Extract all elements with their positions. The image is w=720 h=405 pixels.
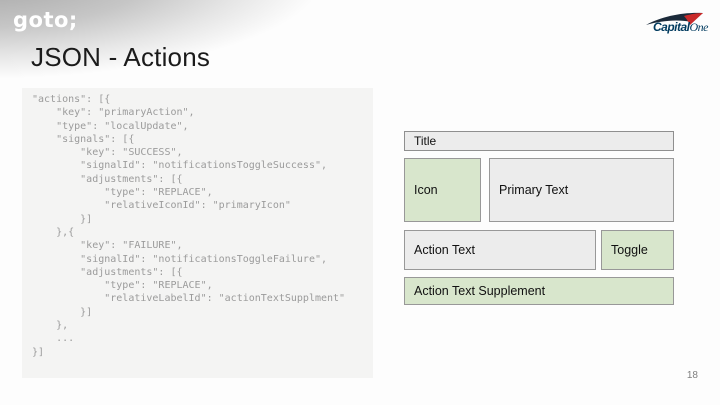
code-line: "relativeLabelId": "actionTextSupplment"	[32, 293, 346, 305]
code-line: "signalId": "notificationsToggleFailure"…	[32, 253, 328, 265]
wireframe-action-text-box: Action Text	[404, 230, 596, 270]
wireframe-title-box: Title	[404, 131, 674, 151]
code-line: "key": "primaryAction",	[32, 107, 195, 119]
capital-one-one-text: One	[689, 20, 709, 34]
wireframe-toggle-box: Toggle	[601, 230, 674, 270]
code-line: }]	[32, 213, 93, 225]
code-line: },{	[32, 226, 75, 238]
code-line: "signals": [{	[32, 133, 135, 145]
json-code-block: "actions": [{ "key": "primaryAction", "t…	[22, 88, 373, 378]
slide-page-number: 18	[686, 370, 698, 381]
code-line: "signalId": "notificationsToggleSuccess"…	[32, 160, 328, 172]
code-line: "type": "localUpdate",	[32, 120, 189, 132]
capital-one-capital-text: Capital	[652, 20, 690, 34]
code-line: "key": "FAILURE",	[32, 240, 183, 252]
code-line: "type": "REPLACE",	[32, 187, 213, 199]
code-line: ...	[32, 333, 75, 345]
code-line: "adjustments": [{	[32, 173, 183, 185]
wireframe-supplement-box: Action Text Supplement	[404, 277, 674, 305]
wireframe-primary-text-box: Primary Text	[489, 158, 674, 222]
goto-conference-logo: goto;	[13, 8, 78, 32]
code-line: "adjustments": [{	[32, 266, 183, 278]
capital-one-swoosh-icon	[644, 12, 706, 32]
page-title: JSON - Actions	[31, 42, 211, 72]
capital-one-wordmark: CapitalOne	[652, 20, 709, 34]
code-line: "actions": [{	[32, 94, 111, 105]
wireframe-icon-box: Icon	[404, 158, 481, 222]
code-line: }]	[32, 306, 93, 318]
code-line: "relativeIconId": "primaryIcon"	[32, 200, 291, 212]
code-line: },	[32, 320, 69, 332]
code-line: }]	[32, 346, 45, 358]
code-line: "key": "SUCCESS",	[32, 147, 183, 159]
capital-one-logo: CapitalOne	[632, 12, 708, 36]
code-line: "type": "REPLACE",	[32, 280, 213, 292]
